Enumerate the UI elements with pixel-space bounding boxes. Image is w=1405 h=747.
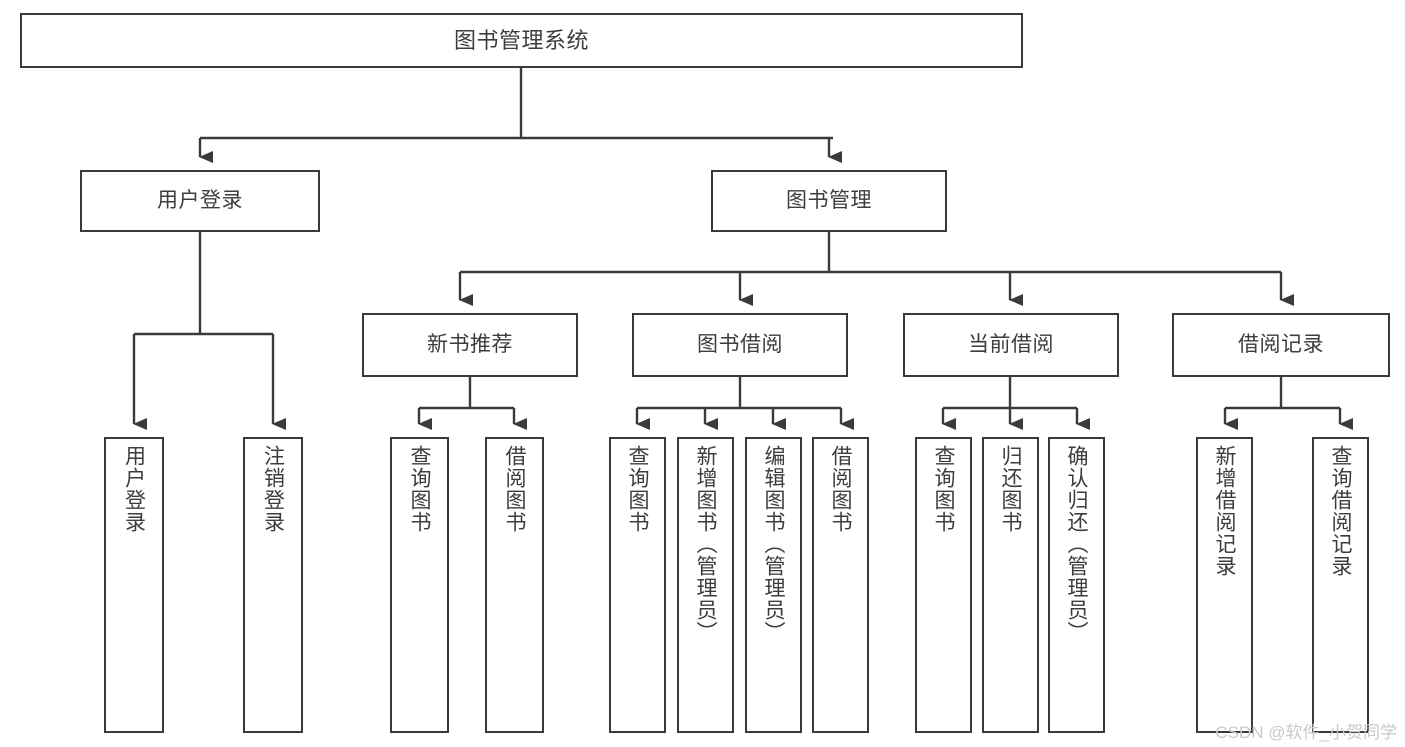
node-leaf-query-borrow-record-label: 查询借阅记录: [1329, 445, 1352, 577]
node-leaf-return-book[interactable]: 归还图书: [982, 437, 1039, 733]
node-leaf-query-book-1[interactable]: 查询图书: [390, 437, 449, 733]
node-leaf-borrow-book-1[interactable]: 借阅图书: [485, 437, 544, 733]
node-root-label: 图书管理系统: [453, 27, 589, 53]
node-leaf-borrow-book-2-label: 借阅图书: [829, 445, 852, 533]
node-book-manage-label: 图书管理: [786, 188, 872, 212]
node-leaf-add-book-admin[interactable]: 新增图书（管理员）: [677, 437, 734, 733]
node-leaf-edit-book-admin-label: 编辑图书（管理员）: [762, 445, 785, 643]
node-new-book-recommend[interactable]: 新书推荐: [362, 313, 578, 377]
node-leaf-query-book-2[interactable]: 查询图书: [609, 437, 666, 733]
node-book-borrow-label: 图书借阅: [697, 332, 783, 356]
node-leaf-query-book-3-label: 查询图书: [932, 445, 955, 533]
node-leaf-query-book-1-label: 查询图书: [408, 445, 431, 533]
node-leaf-user-login[interactable]: 用户登录: [104, 437, 164, 733]
node-leaf-query-book-3[interactable]: 查询图书: [915, 437, 972, 733]
node-book-borrow[interactable]: 图书借阅: [632, 313, 848, 377]
node-leaf-logout-login-label: 注销登录: [261, 445, 285, 533]
node-leaf-return-book-label: 归还图书: [999, 445, 1022, 533]
node-leaf-user-login-label: 用户登录: [122, 445, 146, 533]
node-leaf-add-book-admin-label: 新增图书（管理员）: [694, 445, 717, 643]
node-current-borrow-label: 当前借阅: [968, 332, 1054, 356]
node-root[interactable]: 图书管理系统: [20, 13, 1023, 68]
node-leaf-edit-book-admin[interactable]: 编辑图书（管理员）: [745, 437, 802, 733]
node-leaf-query-book-2-label: 查询图书: [626, 445, 649, 533]
node-leaf-confirm-return-admin[interactable]: 确认归还（管理员）: [1048, 437, 1105, 733]
node-leaf-borrow-book-1-label: 借阅图书: [503, 445, 526, 533]
node-leaf-confirm-return-admin-label: 确认归还（管理员）: [1065, 445, 1088, 643]
node-borrow-record-label: 借阅记录: [1238, 332, 1324, 356]
node-user-login-label: 用户登录: [157, 188, 243, 212]
node-borrow-record[interactable]: 借阅记录: [1172, 313, 1390, 377]
node-leaf-borrow-book-2[interactable]: 借阅图书: [812, 437, 869, 733]
node-leaf-add-borrow-record[interactable]: 新增借阅记录: [1196, 437, 1253, 733]
node-book-manage[interactable]: 图书管理: [711, 170, 947, 232]
node-leaf-add-borrow-record-label: 新增借阅记录: [1213, 445, 1236, 577]
watermark: CSDN @软件_小贺同学: [1215, 723, 1397, 742]
node-new-book-recommend-label: 新书推荐: [427, 332, 513, 356]
node-current-borrow[interactable]: 当前借阅: [903, 313, 1119, 377]
node-leaf-logout-login[interactable]: 注销登录: [243, 437, 303, 733]
node-user-login[interactable]: 用户登录: [80, 170, 320, 232]
node-leaf-query-borrow-record[interactable]: 查询借阅记录: [1312, 437, 1369, 733]
